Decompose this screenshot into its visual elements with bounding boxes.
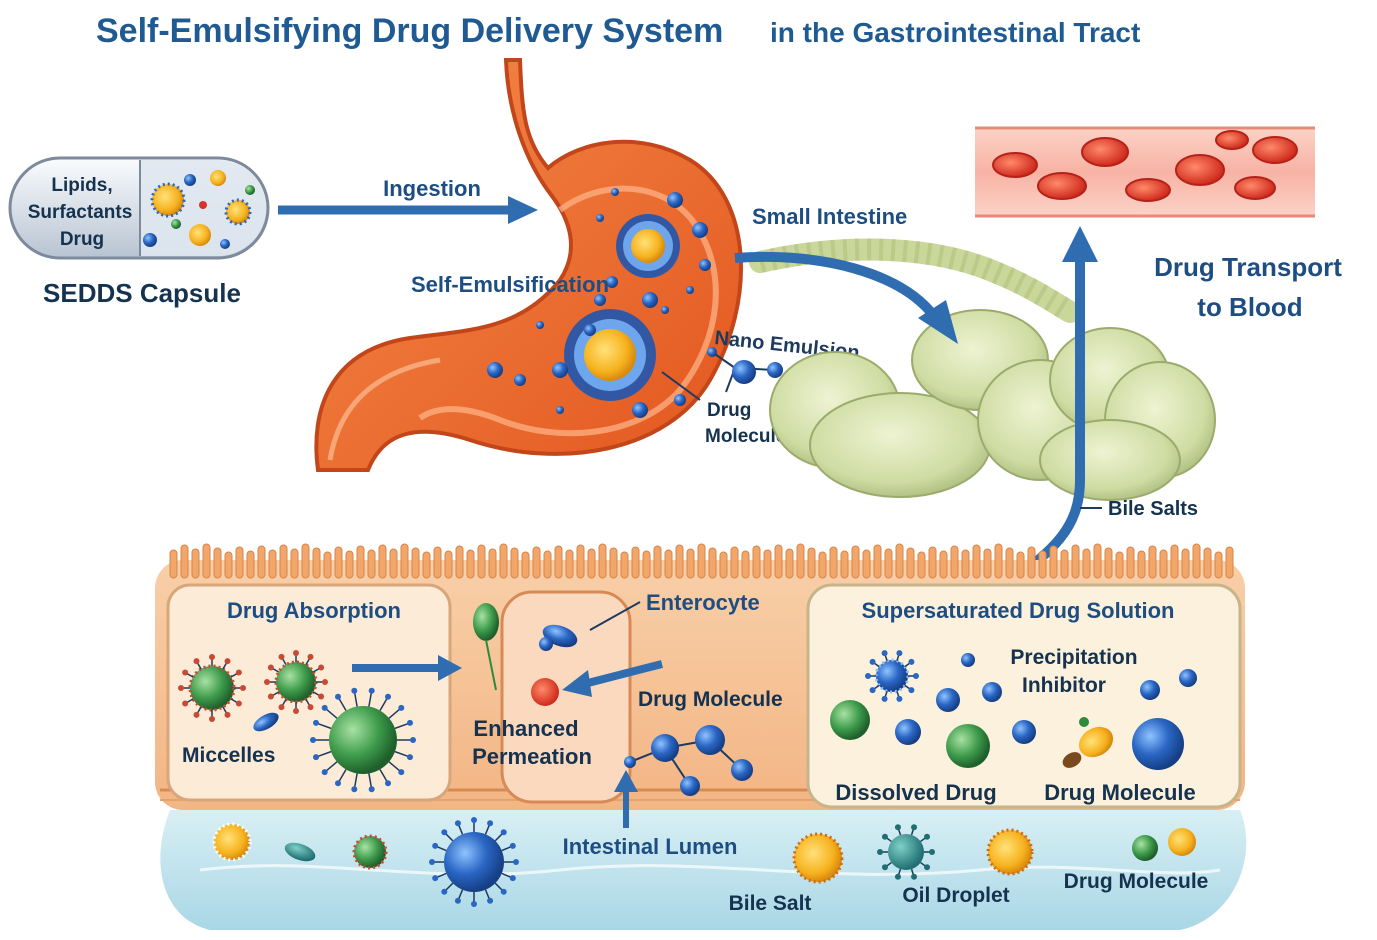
lumen-particles <box>212 822 1196 892</box>
capsule-line-3: Drug <box>60 229 104 250</box>
absorption-arrow <box>352 655 462 681</box>
supersaturated-drug-molecule: Drug Molecule <box>1044 780 1196 805</box>
sedds-capsule: Lipids, Surfactants Drug <box>8 156 270 260</box>
dissolved-drug-label: Dissolved Drug <box>835 780 996 805</box>
lumen-oil-droplet: Oil Droplet <box>902 884 1009 907</box>
micelle-spikes <box>178 650 416 793</box>
precipitation-inhibitor-1: Precipitation <box>1010 646 1137 669</box>
title-sub: in the Gastrointestinal Tract <box>770 17 1140 48</box>
enterocyte-arrow <box>562 660 663 697</box>
intestinal-lumen <box>160 810 1247 930</box>
bile-salts-label: Bile Salts <box>1108 498 1198 520</box>
absorption-micelles <box>188 660 397 774</box>
drug-transport-label-1: Drug Transport <box>1154 252 1342 282</box>
miccelles-label: Miccelles <box>182 744 275 767</box>
enhanced-permeation-2: Permeation <box>472 744 592 769</box>
self-emulsification-label: Self-Emulsification <box>411 272 609 297</box>
enhanced-permeation-1: Enhanced <box>473 716 578 741</box>
lumen-bile-salt: Bile Salt <box>729 892 812 915</box>
ingestion-label: Ingestion <box>383 176 481 201</box>
lumen-spikes <box>429 650 935 907</box>
stomach-micelle-small <box>616 214 680 278</box>
stomach-droplets <box>487 188 711 418</box>
capsule-particles <box>143 170 255 249</box>
blood-vessel <box>975 126 1315 218</box>
panel-enterocyte <box>473 590 632 804</box>
drug-transport-label-2: to Blood <box>1197 292 1302 322</box>
lumen-drug-molecule: Drug Molecule <box>1064 870 1209 893</box>
stomach-to-intestine-arrow <box>734 251 958 344</box>
capsule-line-1: Lipids, <box>51 175 112 196</box>
small-intestine-label: Small Intestine <box>752 204 907 229</box>
panel-supersaturated <box>806 583 1242 809</box>
nano-emulsion-cluster <box>707 347 783 393</box>
enterocyte-drug-molecule: Drug Molecule <box>638 688 783 711</box>
enterocyte-title: Enterocyte <box>646 590 760 615</box>
red-blood-cells <box>992 130 1298 202</box>
capsule-line-2: Surfactants <box>28 202 133 223</box>
capsule-caption: SEDDS Capsule <box>43 278 241 308</box>
supersaturated-title: Supersaturated Drug Solution <box>862 598 1175 623</box>
drug-molecule-label-2: Molecule <box>705 426 786 447</box>
enterocyte-drug-cluster <box>624 725 753 796</box>
enterocyte-pointer <box>589 601 641 631</box>
ingestion-arrow <box>278 196 538 224</box>
supersaturated-particles <box>830 653 1197 770</box>
drug-molecule-label-1: Drug <box>707 400 751 421</box>
stomach <box>314 58 743 472</box>
drug-absorption-title: Drug Absorption <box>227 598 401 623</box>
stomach-micelle-large <box>564 309 656 401</box>
intestinal-lumen-title: Intestinal Lumen <box>563 834 738 859</box>
drug-molecule-pointer <box>661 371 701 401</box>
title-main: Self-Emulsifying Drug Delivery System <box>96 12 723 50</box>
precipitation-inhibitor-2: Inhibitor <box>1022 674 1106 697</box>
small-intestine <box>749 238 1216 501</box>
microvilli <box>169 543 1234 579</box>
lumen-arrow <box>614 770 638 828</box>
